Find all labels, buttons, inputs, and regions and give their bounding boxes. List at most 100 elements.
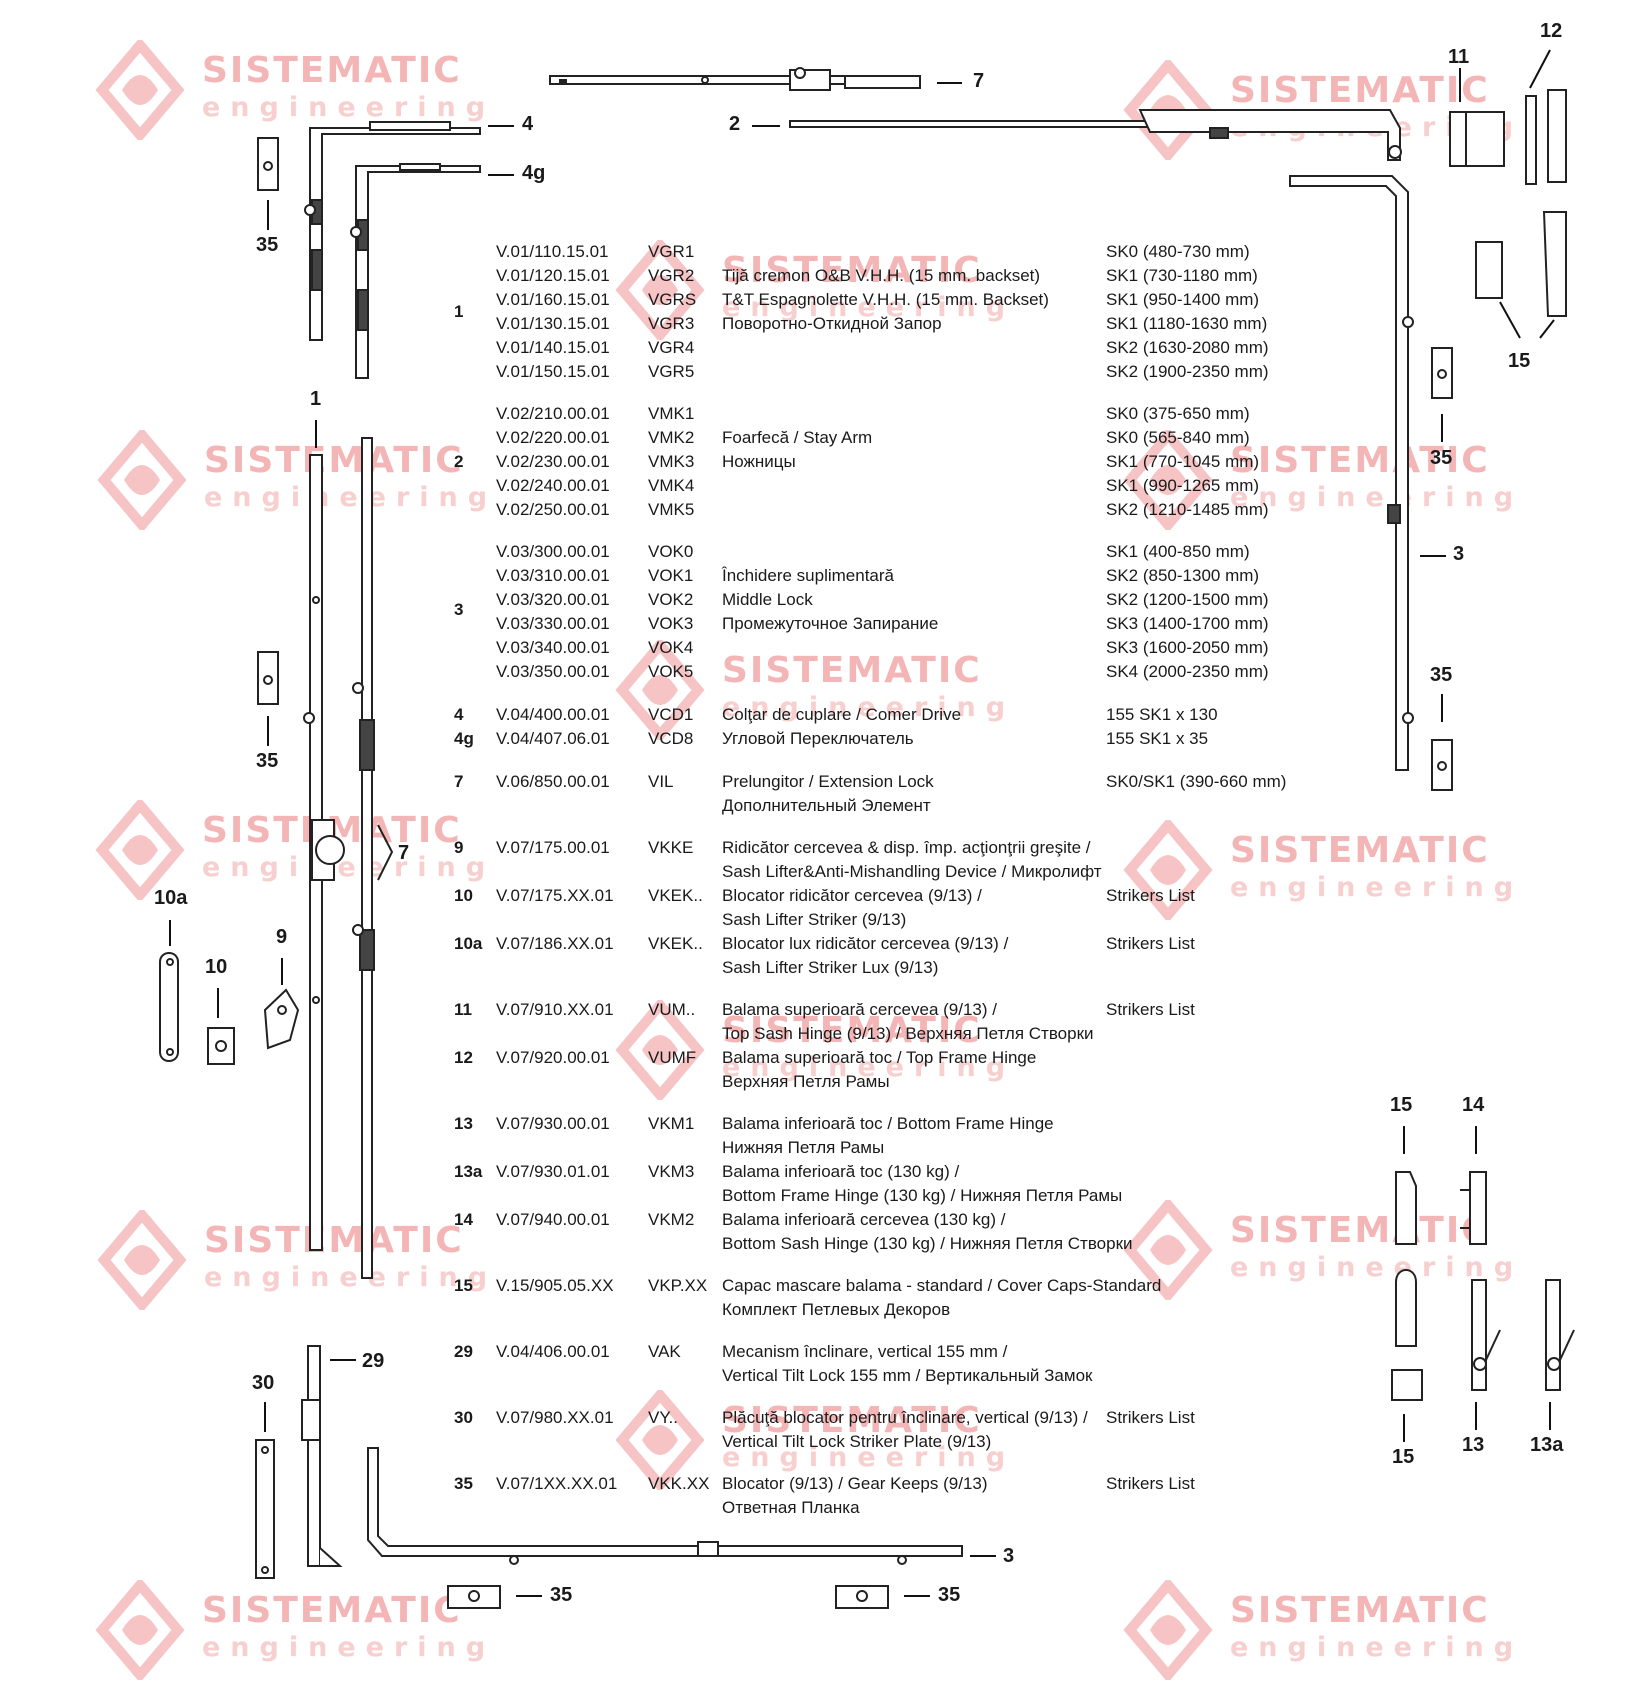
table-article-code: V.04/407.06.01: [496, 729, 610, 748]
table-size: Strikers List: [1106, 1474, 1195, 1493]
table-item-number: 35: [454, 1474, 473, 1493]
table-size: SK2 (850-1300 mm): [1106, 566, 1260, 585]
callout-10a: 10a: [154, 887, 188, 909]
callout-2: 2: [729, 113, 741, 135]
callout-1: 1: [310, 388, 322, 410]
callout-7-mid: 7: [398, 842, 410, 864]
part-10a-striker-lux: [159, 952, 179, 1062]
table-size: SK2 (1630-2080 mm): [1106, 338, 1269, 357]
table-description: Ножницы: [722, 452, 796, 471]
table-reference: VY..: [648, 1408, 678, 1427]
callout-35-f: 35: [938, 1584, 961, 1606]
watermark-brand: SISTEMATIC: [1230, 70, 1490, 111]
table-size: SK4 (2000-2350 mm): [1106, 662, 1269, 681]
table-item-number: 4: [454, 705, 464, 724]
table-size: SK0 (480-730 mm): [1106, 242, 1250, 261]
watermark-sub: engineering: [1230, 1632, 1524, 1663]
table-description: Vertical Tilt Lock Striker Plate (9/13): [722, 1432, 992, 1451]
table-size: SK0 (375-650 mm): [1106, 404, 1250, 423]
callout-4: 4: [522, 113, 534, 135]
part-15-cover-cap-b: [1542, 211, 1567, 317]
table-size: SK1 (990-1265 mm): [1106, 476, 1260, 495]
table-article-code: V.07/930.01.01: [496, 1162, 610, 1181]
callout-35-d: 35: [1430, 664, 1453, 686]
table-reference: VKM1: [648, 1114, 695, 1133]
table-article-code: V.02/230.00.01: [496, 452, 610, 471]
table-reference: VKEK..: [648, 934, 703, 953]
table-size: SK2 (1900-2350 mm): [1106, 362, 1269, 381]
watermark-swirl-icon: [1123, 1200, 1213, 1300]
table-reference: VGRS: [648, 290, 697, 309]
table-reference: VGR3: [648, 314, 695, 333]
watermark-brand: SISTEMATIC: [204, 440, 464, 481]
callout-12: 12: [1540, 20, 1563, 42]
table-reference: VIL: [648, 772, 674, 791]
watermark-brand: SISTEMATIC: [722, 250, 982, 291]
table-item-number: 7: [454, 772, 464, 791]
table-article-code: V.03/350.00.01: [496, 662, 610, 681]
part-13-bottom-frame-hinge: [1471, 1279, 1501, 1391]
table-description: Capac mascare balama - standard / Cover …: [722, 1276, 1162, 1295]
table-description: Bottom Frame Hinge (130 kg) / Нижняя Пет…: [722, 1186, 1123, 1205]
table-description: Balama inferioară toc (130 kg) /: [722, 1162, 960, 1181]
watermark-swirl-icon: [615, 1000, 705, 1100]
table-reference: VOK3: [648, 614, 694, 633]
callout-35-c: 35: [256, 750, 279, 772]
table-article-code: V.07/175.XX.01: [496, 886, 614, 905]
table-description: Foarfecă / Stay Arm: [722, 428, 873, 447]
table-article-code: V.03/330.00.01: [496, 614, 610, 633]
callout-35-b: 35: [1430, 447, 1453, 469]
table-article-code: V.01/110.15.01: [496, 242, 609, 261]
watermark-sub: engineering: [722, 1052, 1016, 1083]
table-size: Strikers List: [1106, 1408, 1195, 1427]
table-article-code: V.03/320.00.01: [496, 590, 610, 609]
table-article-code: V.01/130.15.01: [496, 314, 610, 333]
watermark-swirl-icon: [1123, 430, 1213, 530]
table-description: Bottom Sash Hinge (130 kg) / Нижняя Петл…: [722, 1234, 1133, 1253]
table-reference: VKP.XX: [648, 1276, 708, 1295]
part-35-striker-d: [1431, 739, 1453, 791]
table-article-code: V.03/340.00.01: [496, 638, 610, 657]
table-description: Верхняя Петля Рамы: [722, 1072, 890, 1091]
part-9-sash-lifter: [263, 988, 300, 1050]
table-description: Blocator ridicător cercevea (9/13) /: [722, 886, 982, 905]
table-article-code: V.03/310.00.01: [496, 566, 610, 585]
table-article-code: V.02/220.00.01: [496, 428, 610, 447]
callout-9: 9: [276, 926, 288, 948]
watermark-brand: SISTEMATIC: [722, 650, 982, 691]
table-article-code: V.03/300.00.01: [496, 542, 610, 561]
table-reference: VKEK..: [648, 886, 703, 905]
table-description: Sash Lifter Striker Lux (9/13): [722, 958, 939, 977]
watermark-swirl-icon: [95, 800, 185, 900]
watermark-brand: SISTEMATIC: [1230, 440, 1490, 481]
table-description: Sash Lifter Striker (9/13): [722, 910, 907, 929]
table-reference: VOK1: [648, 566, 694, 585]
table-article-code: V.01/140.15.01: [496, 338, 610, 357]
part-30-tilt-lock-striker: [255, 1439, 275, 1579]
table-reference: VKM2: [648, 1210, 695, 1229]
part-35-striker-b: [257, 651, 279, 705]
watermark-brand: SISTEMATIC: [1230, 1590, 1490, 1631]
callout-3-right: 3: [1453, 543, 1465, 565]
table-size: SK3 (1600-2050 mm): [1106, 638, 1269, 657]
callout-7-top: 7: [973, 70, 985, 92]
watermark-swirl-icon: [97, 430, 187, 530]
part-4-corner-drive: [304, 121, 481, 341]
callout-11: 11: [1448, 46, 1470, 68]
watermark-brand: SISTEMATIC: [202, 1590, 462, 1631]
leader-lines: [169, 49, 1555, 1597]
part-14-bottom-sash-hinge: [1460, 1171, 1487, 1245]
watermark-sub: engineering: [722, 692, 1016, 723]
table-article-code: V.07/940.00.01: [496, 1210, 610, 1229]
table-description: Дополнительный Элемент: [722, 796, 931, 815]
table-size: SK2 (1210-1485 mm): [1106, 500, 1269, 519]
table-reference: VOK2: [648, 590, 694, 609]
